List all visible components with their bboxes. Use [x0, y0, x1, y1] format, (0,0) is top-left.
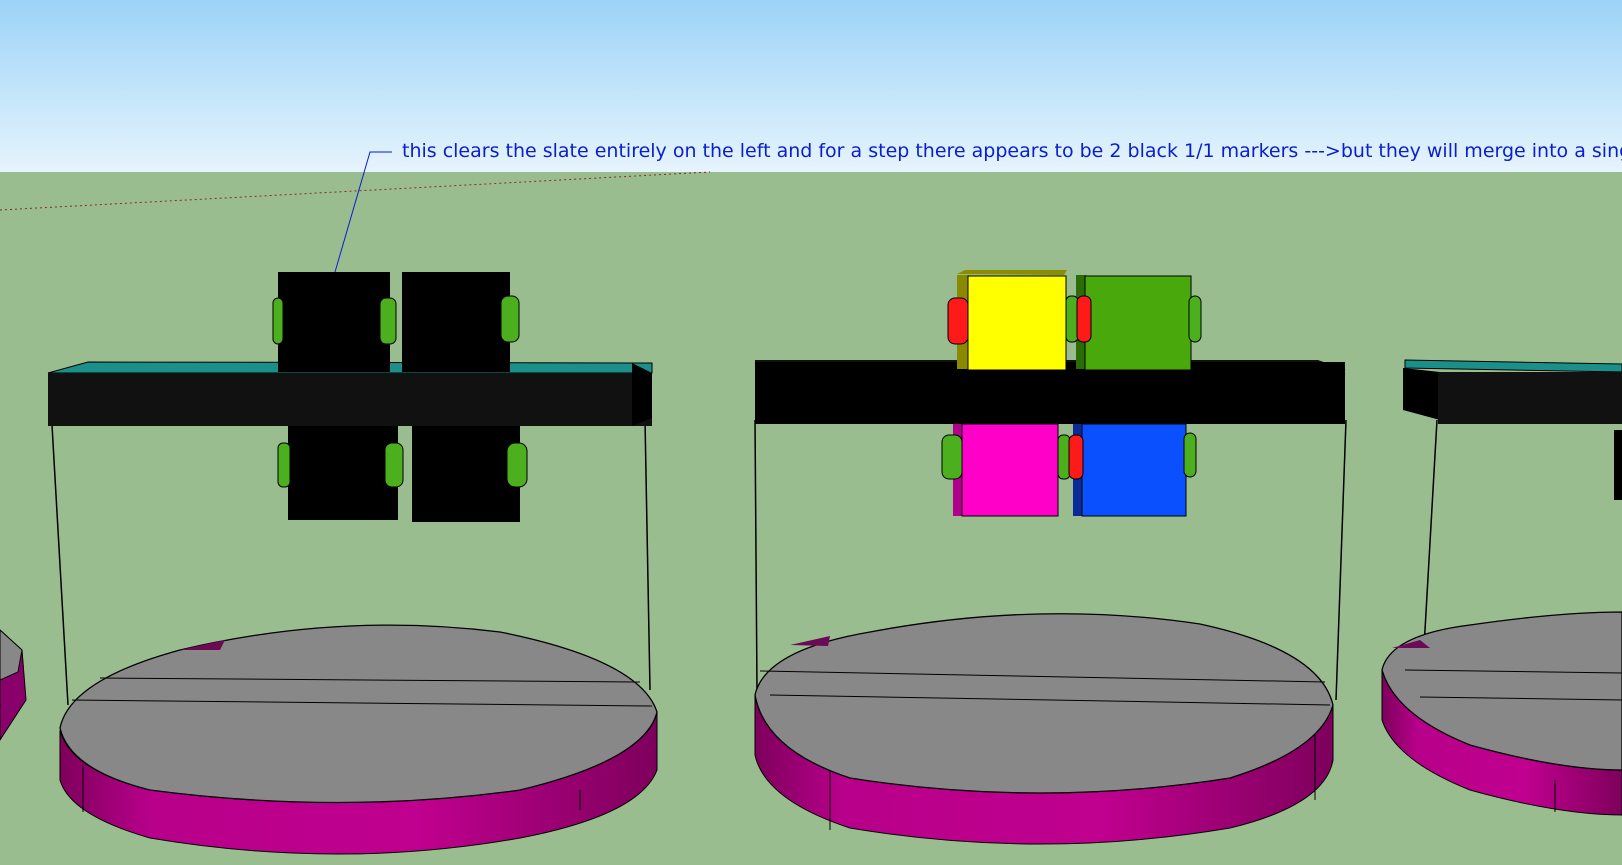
unit-middle [754, 270, 1347, 845]
unit-left [47, 272, 658, 855]
block-blue [1081, 423, 1187, 517]
red-axis [0, 171, 711, 211]
block-black [278, 272, 390, 372]
platter-partial-left [0, 629, 27, 741]
annotation-label: this clears the slate entirely on the le… [402, 140, 1622, 162]
block-yellow [967, 275, 1067, 371]
block-green [1084, 275, 1192, 371]
annotation-leader [334, 151, 392, 273]
block-black [402, 272, 510, 372]
unit-right-partial [1381, 359, 1622, 816]
platter-top [754, 613, 1334, 794]
bar [1438, 372, 1622, 424]
block-magenta [961, 423, 1059, 517]
bar [48, 373, 652, 426]
bar [755, 362, 1345, 424]
platter-top [59, 624, 658, 804]
pin-nub-icon [941, 295, 1202, 480]
sky [0, 0, 1622, 172]
block-black [412, 426, 520, 522]
block-black [288, 426, 398, 520]
pin-nub-icon [272, 295, 528, 488]
platter-top [1381, 611, 1622, 771]
